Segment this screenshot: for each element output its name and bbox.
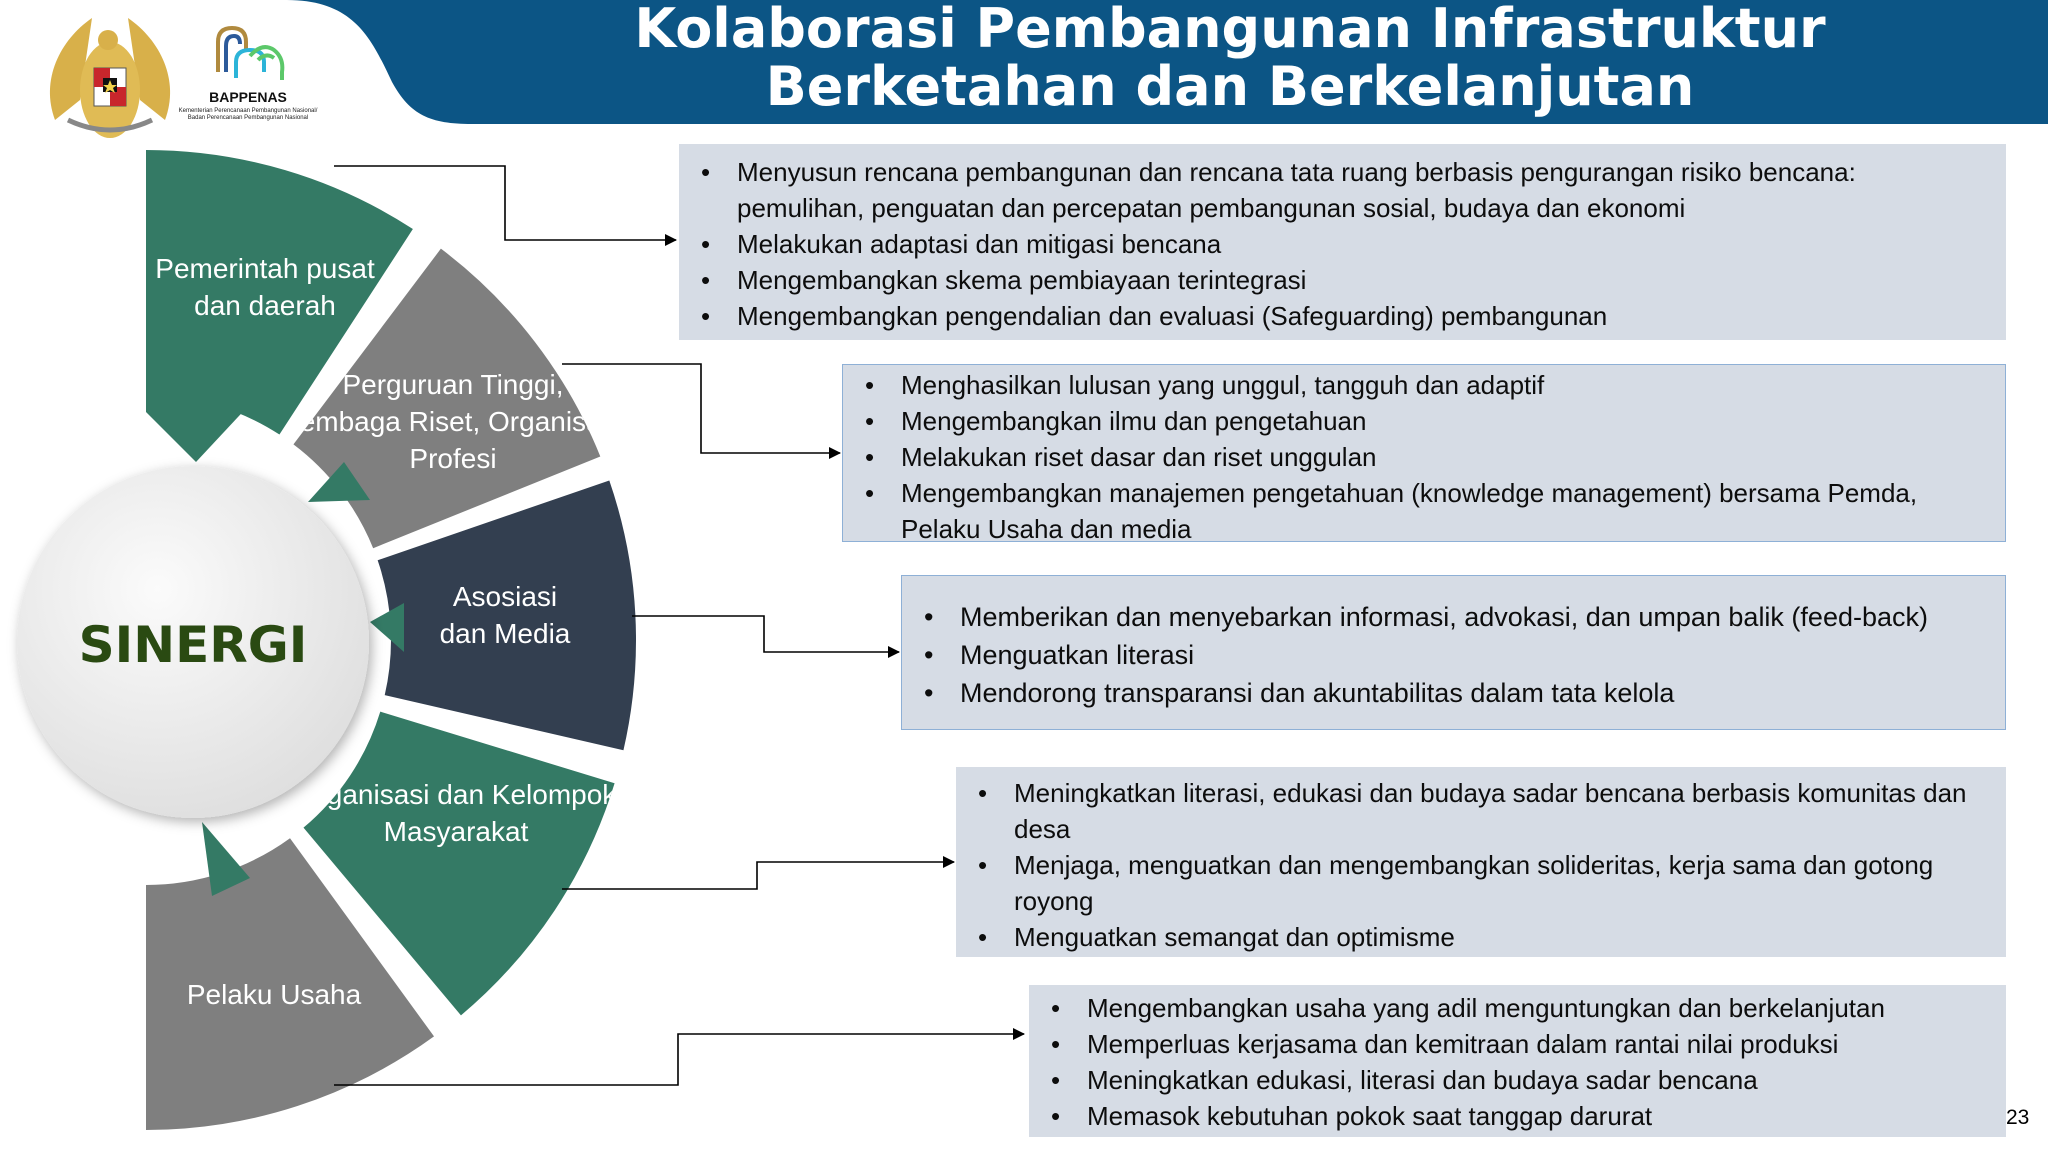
- segment-pelaku-usaha: [146, 838, 435, 1130]
- list-item: • Mengembangkan usaha yang adil menguntun…: [1029, 990, 2006, 1026]
- role-box-business: • Mengembangkan usaha yang adil menguntun…: [1029, 985, 2006, 1137]
- list-item: • Meningkatkan literasi, edukasi dan buda…: [956, 775, 2006, 847]
- bullet-icon: •: [701, 265, 711, 295]
- segment-label-perguruan-tinggi: Profesi: [409, 443, 496, 474]
- bappenas-subtitle-1: Kementerian Perencanaan Pembangunan Nasi…: [179, 108, 318, 114]
- page-title: Kolaborasi Pembangunan Infrastruktur Ber…: [560, 0, 1900, 116]
- item-text: Memperluas kerjasama dan kemitraan dalam…: [1087, 1029, 1839, 1059]
- list-item: • Melakukan adaptasi dan mitigasi bencana: [679, 226, 2006, 262]
- connector-arrow: [632, 615, 900, 658]
- item-text: Mendorong transparansi dan akuntabilitas…: [960, 678, 1675, 708]
- pointer-arrow-icon: [370, 603, 404, 652]
- header-band: [287, 0, 2048, 124]
- title-line-2: Berketahan dan Berkelanjutan: [765, 55, 1695, 118]
- sinergi-label: SINERGI: [79, 616, 308, 674]
- item-text: Menghasilkan lulusan yang unggul, tanggu…: [901, 370, 1545, 400]
- bullet-icon: •: [865, 406, 875, 436]
- bappenas-subtitle-2: Badan Perencanaan Pembangunan Nasional: [188, 115, 308, 121]
- connector-arrow: [562, 856, 955, 890]
- item-text: Mengembangkan ilmu dan pengetahuan: [901, 406, 1367, 436]
- item-text: Mengembangkan pengendalian dan evaluasi …: [737, 301, 1608, 331]
- sinergi-circle: [17, 466, 369, 818]
- bullet-icon: •: [701, 229, 711, 259]
- list-item: • Memasok kebutuhan pokok saat tanggap da…: [1029, 1098, 2006, 1134]
- list-item: • Menguatkan literasi: [902, 636, 2005, 674]
- bullet-icon: •: [978, 922, 988, 952]
- item-text: Menguatkan literasi: [960, 640, 1195, 670]
- bullet-icon: •: [978, 850, 988, 880]
- segment-organisasi-masyarakat: [303, 711, 615, 1016]
- list-item: • Mengembangkan pengendalian dan evaluasi…: [679, 298, 2006, 334]
- garuda-emblem-logo: [49, 18, 171, 138]
- item-text: Meningkatkan literasi, edukasi dan buday…: [1014, 778, 1967, 844]
- segment-perguruan-tinggi: [293, 248, 601, 549]
- bullet-icon: •: [924, 640, 934, 670]
- segment-label-organisasi-masyarakat: Organisasi dan Kelompok: [296, 779, 618, 810]
- bullet-icon: •: [865, 442, 875, 472]
- bullet-icon: •: [701, 157, 711, 187]
- item-text: Menguatkan semangat dan optimisme: [1014, 922, 1455, 952]
- pointer-arrow-icon: [146, 380, 252, 462]
- list-item: • Menguatkan semangat dan optimisme: [956, 919, 2006, 955]
- list-item: • Memperluas kerjasama dan kemitraan dala…: [1029, 1026, 2006, 1062]
- segment-label-pelaku-usaha: Pelaku Usaha: [187, 979, 362, 1010]
- item-text: Memberikan dan menyebarkan informasi, ad…: [960, 602, 1928, 632]
- list-item: • Menjaga, menguatkan dan mengembangkan s…: [956, 847, 2006, 919]
- segment-label-asosiasi-media: dan Media: [440, 618, 571, 649]
- bullet-icon: •: [1051, 1101, 1061, 1131]
- page-number: 23: [2006, 1106, 2030, 1129]
- stakeholder-ring: [146, 150, 636, 1130]
- role-box-community: • Meningkatkan literasi, edukasi dan buda…: [956, 767, 2006, 957]
- segment-label-pemerintah: Pemerintah pusat: [155, 253, 375, 284]
- list-item: • Menyusun rencana pembangunan dan rencan…: [679, 154, 2006, 226]
- segment-pemerintah: [146, 150, 413, 435]
- item-text: Mengembangkan skema pembiayaan terintegr…: [737, 265, 1307, 295]
- bullet-icon: •: [701, 301, 711, 331]
- connectors: [334, 165, 1025, 1086]
- pointer-arrow-icon: [202, 822, 250, 896]
- item-text: Melakukan adaptasi dan mitigasi bencana: [737, 229, 1222, 259]
- connector-arrow: [562, 363, 841, 459]
- list-item: • Menghasilkan lulusan yang unggul, tangg…: [843, 367, 2005, 403]
- role-box-media: • Memberikan dan menyebarkan informasi, a…: [901, 575, 2006, 730]
- list-item: • Mengembangkan ilmu dan pengetahuan: [843, 403, 2005, 439]
- bullet-icon: •: [1051, 1065, 1061, 1095]
- bullet-icon: •: [924, 678, 934, 708]
- item-text: Meningkatkan edukasi, literasi dan buday…: [1087, 1065, 1758, 1095]
- list-item: • Meningkatkan edukasi, literasi dan buda…: [1029, 1062, 2006, 1098]
- title-line-1: Kolaborasi Pembangunan Infrastruktur: [634, 0, 1826, 60]
- list-item: • Mengembangkan skema pembiayaan terinteg…: [679, 262, 2006, 298]
- list-item: • Melakukan riset dasar dan riset unggula…: [843, 439, 2005, 475]
- list-item: • Mengembangkan manajemen pengetahuan (kn…: [843, 475, 2005, 547]
- bullet-icon: •: [978, 778, 988, 808]
- segment-label-pemerintah: dan daerah: [194, 290, 336, 321]
- connector-arrow: [334, 1028, 1025, 1086]
- list-item: • Mendorong transparansi dan akuntabilita…: [902, 674, 2005, 712]
- segment-label-perguruan-tinggi: Perguruan Tinggi,: [342, 369, 563, 400]
- item-text: Memasok kebutuhan pokok saat tanggap dar…: [1087, 1101, 1653, 1131]
- bullet-icon: •: [1051, 1029, 1061, 1059]
- item-text: Menjaga, menguatkan dan mengembangkan so…: [1014, 850, 1934, 916]
- bullet-icon: •: [865, 478, 875, 508]
- item-text: Mengembangkan manajemen pengetahuan (kno…: [901, 478, 1918, 544]
- role-box-government: • Menyusun rencana pembangunan dan rencan…: [679, 144, 2006, 340]
- connector-arrow: [334, 165, 677, 246]
- pointer-arrow-icon: [308, 462, 370, 502]
- list-item: • Memberikan dan menyebarkan informasi, a…: [902, 598, 2005, 636]
- item-text: Mengembangkan usaha yang adil menguntung…: [1087, 993, 1885, 1023]
- segment-label-perguruan-tinggi: Lembaga Riset, Organisasi: [284, 406, 622, 437]
- bappenas-logo: [216, 25, 285, 80]
- segment-asosiasi-media: [377, 480, 636, 751]
- item-text: Menyusun rencana pembangunan dan rencana…: [737, 157, 1856, 223]
- bullet-icon: •: [1051, 993, 1061, 1023]
- bullet-icon: •: [865, 370, 875, 400]
- role-box-academia: • Menghasilkan lulusan yang unggul, tangg…: [842, 364, 2006, 544]
- bappenas-name: BAPPENAS: [209, 89, 287, 105]
- bullet-icon: •: [924, 602, 934, 632]
- segment-label-asosiasi-media: Asosiasi: [453, 581, 557, 612]
- segment-label-organisasi-masyarakat: Masyarakat: [384, 816, 529, 847]
- item-text: Melakukan riset dasar dan riset unggulan: [901, 442, 1377, 472]
